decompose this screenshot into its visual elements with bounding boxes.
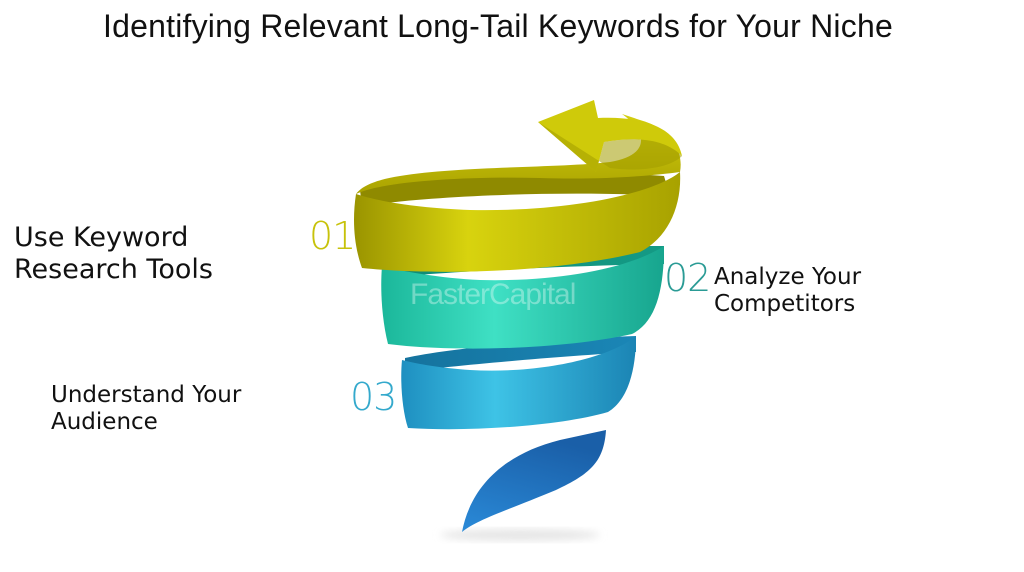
step-03-label: Understand Your Audience xyxy=(51,382,241,436)
step-03-number: 03 xyxy=(350,375,397,419)
step-03-label-line1: Understand Your xyxy=(51,382,242,408)
step-01-label-line1: Use Keyword xyxy=(14,222,189,253)
step-02-label-line2: Competitors xyxy=(714,291,856,318)
step-02-label-line1: Analyze Your xyxy=(714,264,862,290)
step-02-number: 02 xyxy=(664,256,711,300)
step-01-label: Use Keyword Research Tools xyxy=(14,222,213,286)
step-03-label-line2: Audience xyxy=(51,409,158,436)
step-01-number: 01 xyxy=(309,214,356,258)
watermark: FasterCapital xyxy=(410,278,576,311)
step-01-label-line2: Research Tools xyxy=(14,253,213,285)
diagram-title: Identifying Relevant Long-Tail Keywords … xyxy=(103,8,893,44)
step-02-label: Analyze Your Competitors xyxy=(714,264,861,318)
